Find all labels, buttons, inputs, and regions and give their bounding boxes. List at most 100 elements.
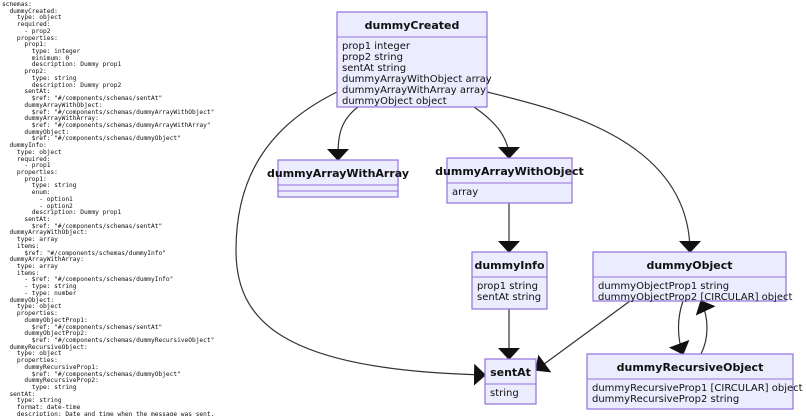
yaml-line: prop2: xyxy=(2,68,47,76)
entity-attribute: dummyObjectProp1 string xyxy=(598,281,729,292)
yaml-line: description: Dummy prop1 xyxy=(2,209,122,217)
yaml-line: type: string xyxy=(2,74,77,82)
yaml-line: sentAt: xyxy=(2,390,36,398)
yaml-line: type: array xyxy=(2,236,58,244)
yaml-line: - $ref: "#/components/schemas/dummyInfo" xyxy=(2,276,174,284)
yaml-line: dummyCreated: xyxy=(2,7,58,15)
entity-attribute: dummyRecursiveProp2 string xyxy=(592,394,739,405)
edge-dummyCreated-to-dummyArrayWithArray xyxy=(327,106,359,161)
edge-dummyObject-to-sentAt xyxy=(535,300,631,373)
yaml-line: $ref: "#/components/schemas/dummyArrayWi… xyxy=(2,121,211,129)
yaml-line: type: object xyxy=(2,148,62,156)
yaml-line: items: xyxy=(2,269,40,277)
yaml-line: type: string xyxy=(2,397,62,405)
yaml-line: items: xyxy=(2,242,40,250)
edge-dummyObject-to-dummyRecursiveObject xyxy=(668,300,690,355)
entity-attribute: string xyxy=(490,388,519,399)
yaml-line: dummyRecursiveProp1: xyxy=(2,363,99,371)
yaml-line: dummyArrayWithObject: xyxy=(2,229,88,237)
entity-attribute: dummyObject object xyxy=(342,96,447,107)
entity-box xyxy=(484,358,537,405)
yaml-line: $ref: "#/components/schemas/dummyRecursi… xyxy=(2,336,215,344)
yaml-line: $ref: "#/components/schemas/dummyArrayWi… xyxy=(2,108,215,116)
edge-dummyCreated-to-dummyArrayWithObject xyxy=(473,106,520,159)
yaml-line: format: date-time xyxy=(2,404,81,412)
entity-dummyArrayWithObject: dummyArrayWithObject array xyxy=(435,157,584,204)
yaml-line: dummyObjectProp1: xyxy=(2,316,88,324)
yaml-line: dummyObject: xyxy=(2,296,55,304)
entity-attribute: sentAt string xyxy=(477,292,541,303)
entity-dummyRecursiveObject: dummyRecursiveObject dummyRecursiveProp1 … xyxy=(586,353,803,410)
yaml-line: - prop2 xyxy=(2,27,51,35)
yaml-line: properties: xyxy=(2,168,58,176)
yaml-line: sentAt: xyxy=(2,88,51,96)
entity-sentAt: sentAt string xyxy=(484,358,537,405)
yaml-line: type: string xyxy=(2,182,77,190)
yaml-source-panel: schemas: dummyCreated: type: object requ… xyxy=(2,2,238,416)
yaml-line: sentAt: xyxy=(2,216,51,223)
entity-box xyxy=(336,11,488,108)
yaml-line: $ref: "#/components/schemas/dummyObject" xyxy=(2,135,181,143)
yaml-line: dummyArrayWithArray: xyxy=(2,115,99,123)
yaml-line: - prop1 xyxy=(2,162,51,170)
entity-attribute: dummyArrayWithObject array xyxy=(342,74,492,85)
entity-attribute: prop2 string xyxy=(342,52,403,63)
yaml-line: $ref: "#/components/schemas/dummyInfo" xyxy=(2,249,166,257)
yaml-line: $ref: "#/components/schemas/sentAt" xyxy=(2,222,163,230)
yaml-line: type: string xyxy=(2,383,77,391)
yaml-line: dummyInfo: xyxy=(2,142,47,150)
entity-dummyArrayWithArray: dummyArrayWithArray xyxy=(267,159,409,198)
yaml-line: properties: xyxy=(2,34,58,42)
yaml-line: dummyArrayWithObject: xyxy=(2,101,103,109)
edge-dummyCreated-to-dummyObject xyxy=(486,91,701,253)
yaml-line: properties: xyxy=(2,357,58,365)
yaml-line: - type: number xyxy=(2,289,77,297)
entity-attribute: array xyxy=(452,187,478,198)
yaml-line: $ref: "#/components/schemas/dummyObject" xyxy=(2,370,181,378)
yaml-line: properties: xyxy=(2,310,58,318)
yaml-line: required: xyxy=(2,155,51,163)
yaml-line: $ref: "#/components/schemas/sentAt" xyxy=(2,323,163,331)
entity-title: sentAt xyxy=(490,366,531,379)
yaml-line: minimum: 0 xyxy=(2,54,70,62)
yaml-line: type: object xyxy=(2,14,62,22)
yaml-line: dummyArrayWithArray: xyxy=(2,256,84,264)
yaml-line: - option1 xyxy=(2,195,73,203)
yaml-line: type: array xyxy=(2,263,58,271)
entity-attribute: prop1 integer xyxy=(342,41,411,52)
entity-box xyxy=(586,353,794,410)
edge-dummyRecursiveObject-to-dummyObject xyxy=(695,300,716,355)
yaml-line: prop1: xyxy=(2,41,47,49)
entity-attribute: prop1 string xyxy=(477,281,538,292)
entity-title: dummyRecursiveObject xyxy=(617,361,764,374)
edge-dummyCreated-to-sentAt xyxy=(235,91,486,386)
entity-title: dummyInfo xyxy=(474,259,545,272)
entity-title: dummyArrayWithArray xyxy=(267,167,409,180)
yaml-line: description: Date and time when the mess… xyxy=(2,410,215,416)
entity-attribute: dummyArrayWithArray array xyxy=(342,85,486,96)
yaml-line: dummyObject: xyxy=(2,128,70,136)
entity-attribute: dummyRecursiveProp1 [CIRCULAR] object xyxy=(592,383,803,394)
entity-box xyxy=(471,251,548,310)
yaml-line: required: xyxy=(2,21,51,29)
yaml-line: description: Dummy prop1 xyxy=(2,61,122,69)
yaml-line: prop1: xyxy=(2,175,47,183)
yaml-line: enum: xyxy=(2,189,51,197)
yaml-line: $ref: "#/components/schemas/sentAt" xyxy=(2,95,163,103)
entity-attribute: sentAt string xyxy=(342,63,406,74)
yaml-line: - option2 xyxy=(2,202,73,210)
entity-title: dummyArrayWithObject xyxy=(435,165,584,178)
edges-layer xyxy=(235,91,716,386)
yaml-line: type: object xyxy=(2,350,62,358)
entity-box xyxy=(446,157,573,204)
yaml-line: - type: string xyxy=(2,283,77,291)
entity-title: dummyObject xyxy=(646,259,732,272)
entity-title: dummyCreated xyxy=(365,19,460,32)
yaml-line: dummyObjectProp2: xyxy=(2,330,88,338)
yaml-line: dummyRecursiveObject: xyxy=(2,343,88,351)
